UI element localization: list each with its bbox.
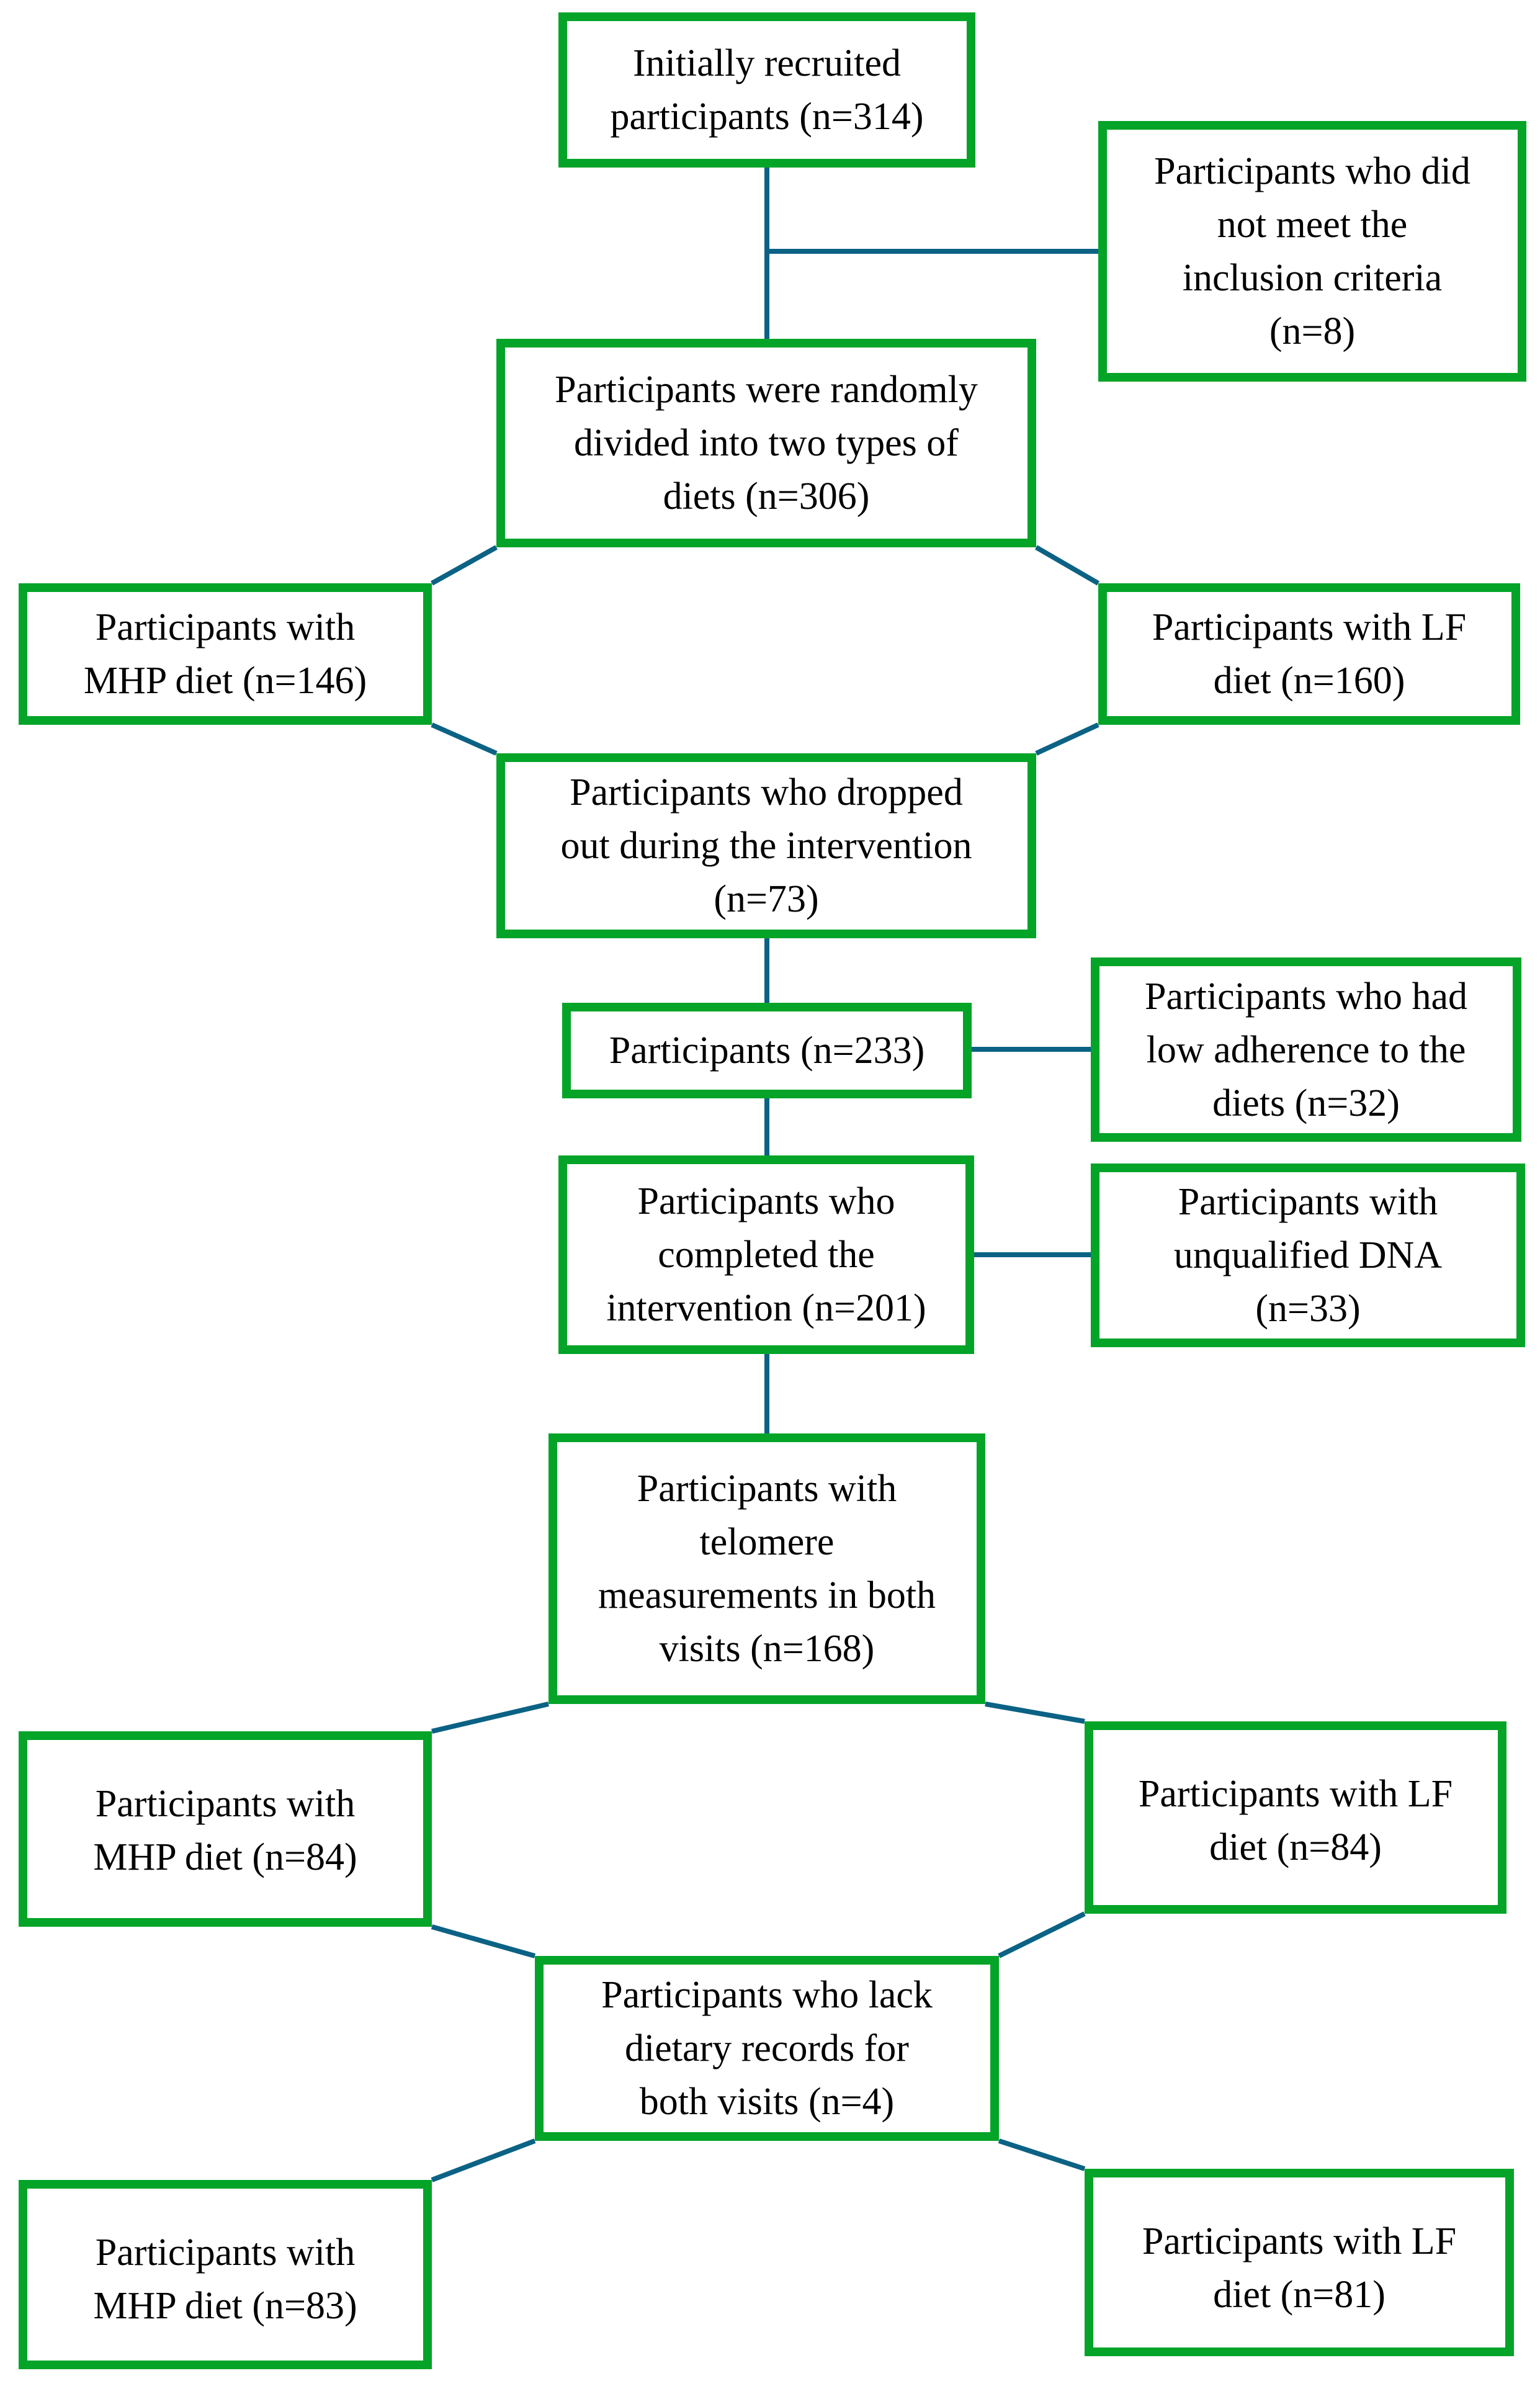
node-mhp-diet-146: Participants with MHP diet (n=146): [19, 583, 432, 725]
node-lf-diet-81-label: Participants with LF diet (n=81): [1142, 2220, 1457, 2316]
node-mhp-diet-146-label: Participants with MHP diet (n=146): [83, 606, 367, 702]
node-randomly-divided-label: Participants were randomly divided into …: [555, 369, 978, 518]
node-initially-recruited-label: Initially recruited participants (n=314): [610, 42, 924, 138]
edge-lack-records-to-mhp83: [431, 2138, 536, 2182]
node-participants-233-label: Participants (n=233): [609, 1029, 925, 1072]
node-mhp-diet-83-label: Participants with MHP diet (n=83): [93, 2231, 357, 2327]
node-telomere-measurements-label: Participants with telomere measurements …: [598, 1468, 936, 1670]
node-lf-diet-160: Participants with LF diet (n=160): [1098, 583, 1520, 725]
node-completed-intervention-label: Participants who completed the intervent…: [606, 1180, 926, 1329]
node-unqualified-dna-label: Participants with unqualified DNA (n=33): [1173, 1181, 1443, 1330]
node-dropped-out: Participants who dropped out during the …: [496, 753, 1036, 938]
node-mhp-diet-84-label: Participants with MHP diet (n=84): [93, 1783, 357, 1878]
node-lf-diet-160-label: Participants with LF diet (n=160): [1152, 606, 1467, 702]
edge-mhp146-to-dropped: [431, 722, 498, 756]
node-completed-intervention: Participants who completed the intervent…: [558, 1155, 974, 1354]
node-initially-recruited: Initially recruited participants (n=314): [558, 12, 975, 168]
edge-lf84-to-lack-records: [998, 1911, 1086, 1958]
edge-divided-to-lf160: [1034, 545, 1100, 586]
node-telomere-measurements: Participants with telomere measurements …: [548, 1433, 985, 1704]
node-lf-diet-84-label: Participants with LF diet (n=84): [1138, 1773, 1453, 1868]
node-low-adherence-label: Participants who had low adherence to th…: [1144, 975, 1467, 1124]
node-lf-diet-84: Participants with LF diet (n=84): [1085, 1721, 1506, 1914]
node-dropped-out-label: Participants who dropped out during the …: [560, 771, 972, 920]
edge-divided-to-mhp146: [431, 545, 498, 586]
edge-mhp84-to-lack-records: [431, 1924, 536, 1958]
node-not-meet-inclusion: Participants who did not meet the inclus…: [1098, 121, 1526, 382]
node-mhp-diet-84: Participants with MHP diet (n=84): [19, 1731, 432, 1927]
node-randomly-divided: Participants were randomly divided into …: [496, 339, 1036, 547]
node-lack-dietary-records: Participants who lack dietary records fo…: [535, 1956, 999, 2141]
node-mhp-diet-83: Participants with MHP diet (n=83): [19, 2180, 432, 2369]
node-low-adherence: Participants who had low adherence to th…: [1091, 957, 1521, 1142]
node-lf-diet-81: Participants with LF diet (n=81): [1085, 2169, 1514, 2356]
node-unqualified-dna: Participants with unqualified DNA (n=33): [1091, 1164, 1525, 1347]
node-not-meet-inclusion-label: Participants who did not meet the inclus…: [1154, 150, 1471, 352]
edge-telomere-to-mhp84: [431, 1702, 549, 1734]
node-participants-233: Participants (n=233): [562, 1003, 972, 1098]
edge-lf160-to-dropped: [1035, 722, 1099, 756]
edge-telomere-to-lf84: [985, 1702, 1085, 1724]
edge-lack-records-to-lf81: [998, 2138, 1086, 2171]
node-lack-dietary-records-label: Participants who lack dietary records fo…: [601, 1974, 933, 2123]
